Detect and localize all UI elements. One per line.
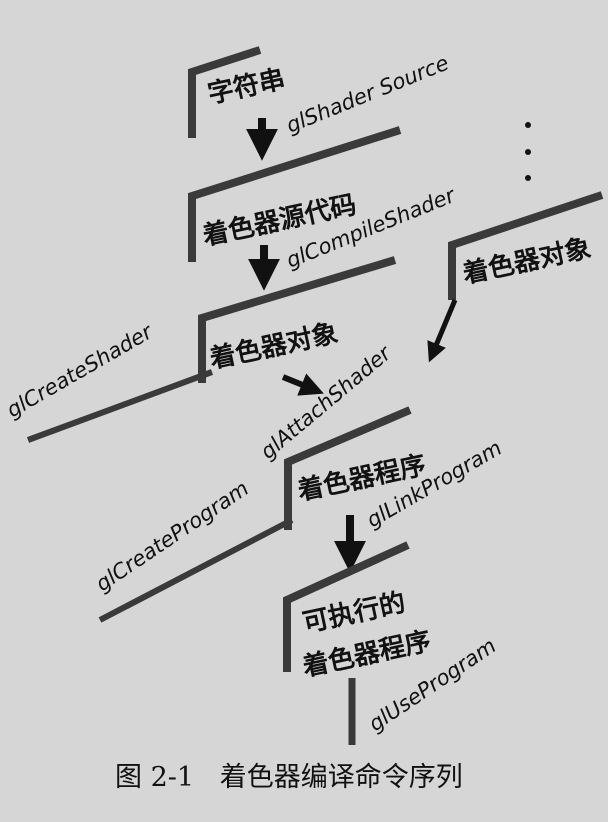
node-shader-object-2-label: 着色器对象 — [459, 232, 594, 290]
node-shader-object-2: 着色器对象 — [448, 191, 604, 300]
node-plane-shader-object — [198, 256, 397, 383]
create-program-stroke — [98, 517, 294, 623]
create-shader-stroke — [26, 369, 214, 443]
arrow-object2-to-attach — [427, 299, 458, 363]
node-string-label: 字符串 — [205, 63, 288, 110]
call-create-shader: glCreateShader — [3, 319, 158, 422]
node-plane-shader-source — [188, 126, 402, 262]
arrow-object-to-attach — [281, 373, 324, 396]
ellipsis-dot — [525, 122, 531, 128]
node-executable-label-1: 可执行的 — [300, 587, 408, 639]
node-plane-executable — [283, 541, 410, 672]
call-create-program: glCreateProgram — [91, 476, 253, 596]
ellipsis-dots — [525, 122, 531, 181]
node-plane-shader-program — [284, 406, 412, 530]
node-shader-object: 着色器对象 — [26, 256, 397, 443]
ellipsis-dot — [525, 175, 531, 181]
node-string: 字符串 — [188, 46, 288, 138]
node-plane-string — [188, 46, 262, 138]
node-executable: 可执行的 着色器程序 — [283, 541, 434, 683]
node-shader-source: 着色器源代码 — [188, 126, 402, 262]
node-plane-shader-object-2 — [448, 191, 604, 300]
figure-caption: 图 2-1 着色器编译命令序列 — [115, 762, 463, 793]
node-shader-object-label: 着色器对象 — [206, 317, 341, 375]
ellipsis-dot — [525, 149, 531, 155]
call-shader-source: glShader Source — [283, 51, 452, 138]
